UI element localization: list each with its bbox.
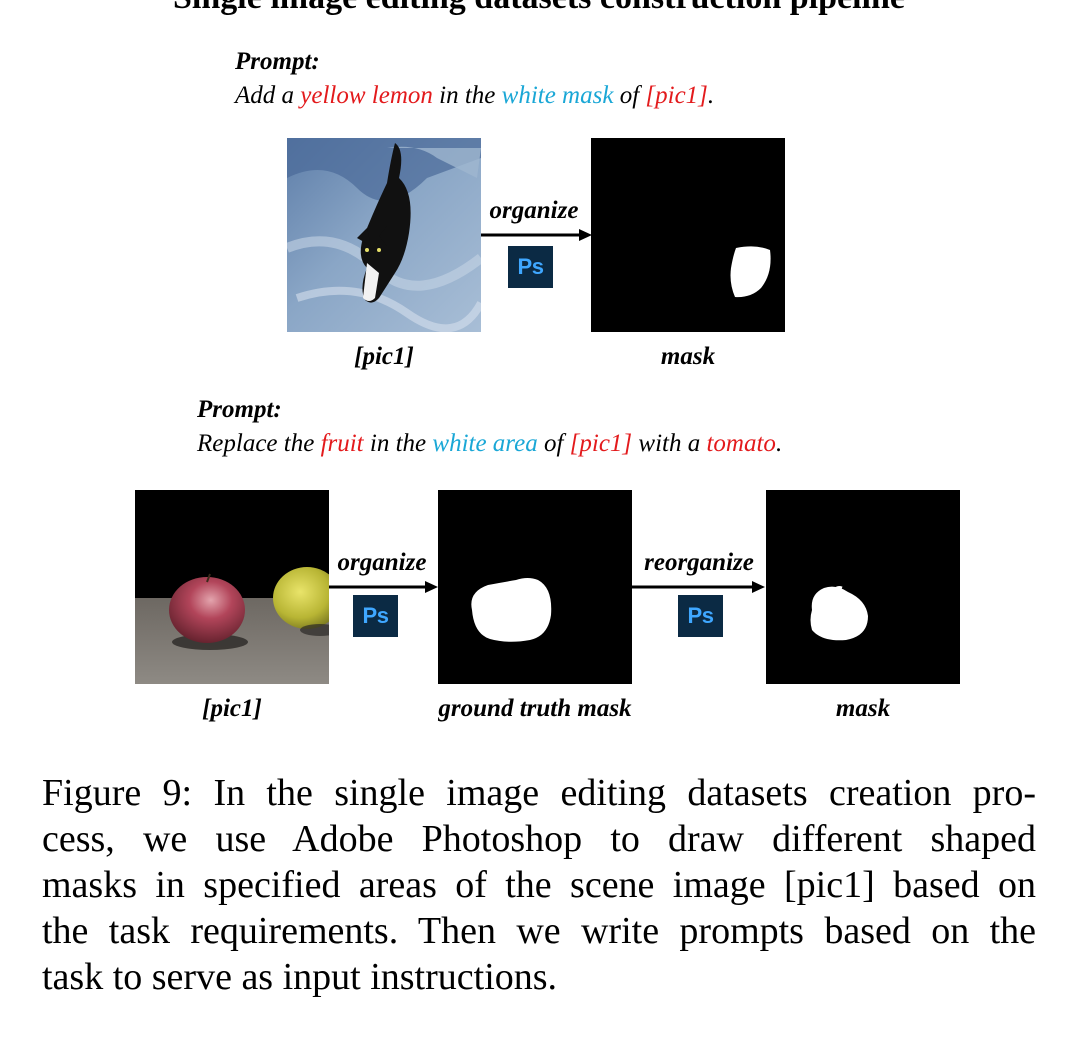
prompt-part: . bbox=[775, 430, 783, 457]
mask-image bbox=[591, 138, 785, 332]
caption-pic1: [pic1] bbox=[202, 695, 262, 722]
arrow-right-icon bbox=[632, 581, 765, 593]
arrow-right-icon bbox=[481, 229, 592, 241]
caption-line: Figure 9: In the single image editing da… bbox=[42, 772, 1036, 814]
figure-caption: Figure 9: In the single image editing da… bbox=[42, 770, 1036, 1000]
prompt-part: of bbox=[537, 430, 570, 457]
caption-line: the task requirements. Then we write pro… bbox=[42, 910, 1036, 952]
prompt-part: . bbox=[707, 82, 715, 109]
prompt-part-highlight: [pic1] bbox=[645, 82, 708, 109]
prompt-text-2: Replace the fruit in the white area of [… bbox=[197, 429, 782, 459]
prompt-part-highlight: yellow lemon bbox=[300, 82, 433, 109]
source-image-fruit bbox=[135, 490, 329, 684]
ground-truth-mask-image bbox=[438, 490, 632, 684]
source-image-cat bbox=[287, 138, 481, 332]
caption-ground-truth-mask: ground truth mask bbox=[438, 695, 632, 722]
photoshop-icon: Ps bbox=[678, 595, 723, 637]
prompt-label-1: Prompt: bbox=[235, 48, 320, 75]
prompt-part: in the bbox=[363, 430, 433, 457]
prompt-part: of bbox=[613, 82, 646, 109]
prompt-part: Replace the bbox=[197, 430, 321, 457]
prompt-part-highlight: white area bbox=[432, 430, 538, 457]
prompt-part: in the bbox=[432, 82, 502, 109]
caption-mask: mask bbox=[660, 343, 716, 370]
caption-mask: mask bbox=[835, 695, 891, 722]
prompt-part-highlight: [pic1] bbox=[569, 430, 633, 457]
prompt-part: with a bbox=[632, 430, 707, 457]
photoshop-icon: Ps bbox=[353, 595, 398, 637]
caption-line: task to serve as input instructions. bbox=[42, 956, 558, 998]
caption-pic1: [pic1] bbox=[354, 343, 414, 370]
prompt-part: Add a bbox=[235, 82, 301, 109]
arrow-right-icon bbox=[329, 581, 438, 593]
prompt-label-2: Prompt: bbox=[197, 396, 282, 423]
figure-title: Single image editing datasets constructi… bbox=[0, 0, 1078, 18]
prompt-text-1: Add a yellow lemon in the white mask of … bbox=[235, 81, 714, 111]
arrow-label-organize: organize bbox=[337, 549, 427, 576]
prompt-part-highlight: white mask bbox=[501, 82, 614, 109]
prompt-part-highlight: tomato bbox=[706, 430, 776, 457]
photoshop-icon: Ps bbox=[508, 246, 553, 288]
arrow-label-organize: organize bbox=[489, 197, 579, 224]
mask-image bbox=[766, 490, 960, 684]
prompt-part-highlight: fruit bbox=[320, 430, 364, 457]
caption-line: masks in specified areas of the scene im… bbox=[42, 864, 1036, 906]
caption-line: cess, we use Adobe Photoshop to draw dif… bbox=[42, 818, 1036, 860]
arrow-label-reorganize: reorganize bbox=[644, 549, 754, 576]
